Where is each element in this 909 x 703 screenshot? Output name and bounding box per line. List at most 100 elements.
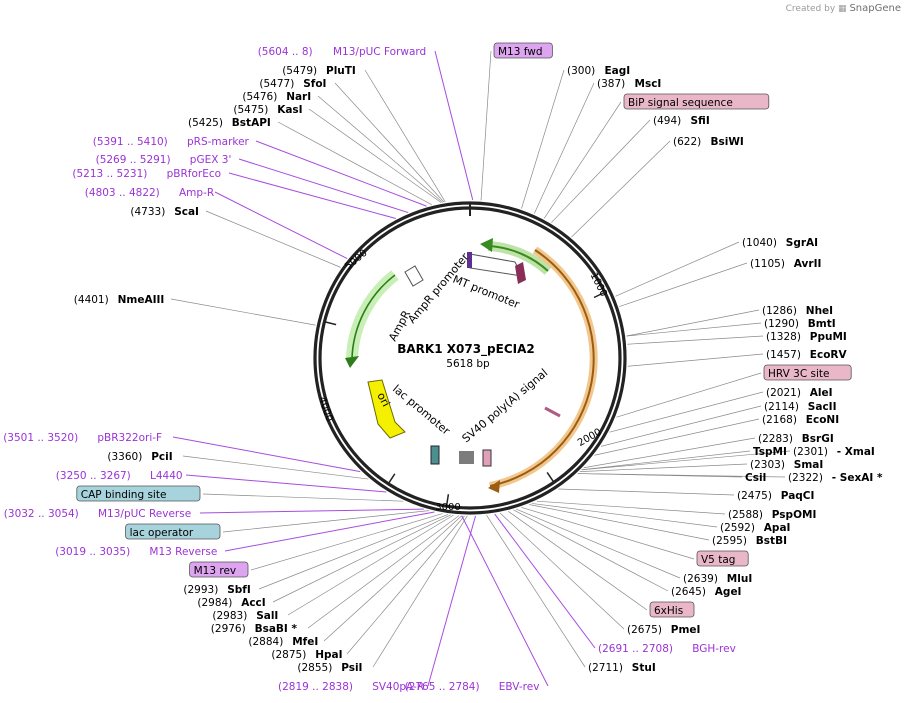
- feature-label-box[interactable]: HRV 3C site: [763, 364, 852, 381]
- feature-label-box[interactable]: 6xHis: [649, 601, 695, 618]
- label-position: (2993): [183, 584, 218, 596]
- leader-line: [228, 172, 396, 219]
- primer-label[interactable]: (3501 .. 3520)pBR322ori-F: [3, 432, 162, 444]
- leader-line: [199, 508, 424, 514]
- orf-arrowhead-icon: [488, 480, 500, 493]
- leader-line: [626, 322, 762, 337]
- sv40-polya-label: SV40 poly(A) signal: [460, 366, 551, 445]
- label-name: KasI: [277, 104, 302, 116]
- enzyme-label[interactable]: (2976)BsaBI *: [211, 623, 298, 635]
- enzyme-label[interactable]: (2645)AgeI: [671, 586, 741, 598]
- tick-mark: [324, 320, 337, 326]
- primer-label[interactable]: (5604 .. 8)M13/pUC Forward: [258, 46, 427, 58]
- enzyme-label[interactable]: (2021)AleI: [766, 387, 833, 399]
- enzyme-label[interactable]: (2322)- SexAI *: [788, 472, 883, 484]
- leader-line: [214, 191, 348, 260]
- enzyme-label[interactable]: (5476)NarI: [242, 91, 311, 103]
- enzyme-label[interactable]: CsiI: [745, 472, 766, 484]
- feature-label-box[interactable]: V5 tag: [696, 550, 749, 567]
- feature-label-box[interactable]: BiP signal sequence: [623, 93, 770, 110]
- leader-line: [170, 298, 316, 326]
- enzyme-label[interactable]: (2592)ApaI: [720, 522, 790, 534]
- enzyme-label[interactable]: (1286)NheI: [762, 305, 833, 317]
- leader-line: [364, 69, 446, 203]
- enzyme-label[interactable]: (2639)MluI: [683, 573, 752, 585]
- enzyme-label[interactable]: (1040)SgrAI: [742, 237, 818, 249]
- primer-label[interactable]: (3032 .. 3054)M13/pUC Reverse: [4, 508, 191, 520]
- label-name: PaqCI: [781, 490, 815, 502]
- enzyme-label[interactable]: (622)BsiWI: [673, 136, 744, 148]
- enzyme-label[interactable]: (2855)PsiI: [297, 662, 362, 674]
- enzyme-label[interactable]: (2283)BsrGI: [758, 433, 834, 445]
- label-name: pBRforEco: [167, 168, 221, 180]
- primer-label[interactable]: (2691 .. 2708)BGH-rev: [598, 643, 736, 655]
- leader-line: [272, 514, 451, 603]
- enzyme-label[interactable]: (2303)SmaI: [750, 459, 823, 471]
- feature-label-box[interactable]: M13 rev: [189, 561, 249, 578]
- label-position: (2588): [728, 509, 763, 521]
- primer-label[interactable]: (3250 .. 3267)L4440: [56, 470, 183, 482]
- label-position: (5269 .. 5291): [96, 154, 171, 166]
- enzyme-label[interactable]: (2711)StuI: [588, 662, 656, 674]
- label-name: NarI: [286, 91, 311, 103]
- leader-line: [615, 241, 740, 297]
- primer-label[interactable]: (5269 .. 5291)pGEX 3': [96, 154, 232, 166]
- enzyme-label[interactable]: (5425)BstAPI: [188, 117, 271, 129]
- label-name: CAP binding site: [81, 489, 167, 501]
- primer-label[interactable]: (3019 .. 3035)M13 Reverse: [55, 546, 217, 558]
- label-position: (4401): [74, 294, 109, 306]
- enzyme-label[interactable]: (2595)BstBI: [712, 535, 787, 547]
- enzyme-label[interactable]: (1290)BmtI: [764, 318, 836, 330]
- primer-label[interactable]: (4803 .. 4822)Amp-R: [85, 187, 214, 199]
- primer-label[interactable]: (2819 .. 2838)SV40pA-R: [278, 681, 424, 693]
- label-name: PluTI: [326, 65, 356, 77]
- enzyme-label[interactable]: (4401)NmeAIII: [74, 294, 165, 306]
- enzyme-label[interactable]: (2884)MfeI: [248, 636, 318, 648]
- small-marker-left: [430, 445, 440, 465]
- feature-label-box[interactable]: CAP binding site: [76, 485, 201, 502]
- label-name: NheI: [806, 305, 833, 317]
- enzyme-label[interactable]: (2168)EcoNI: [762, 414, 839, 426]
- enzyme-label[interactable]: (300)EagI: [567, 65, 630, 77]
- primer-label[interactable]: (2765 .. 2784)EBV-rev: [405, 681, 540, 693]
- label-name: BstBI: [756, 535, 787, 547]
- enzyme-label[interactable]: (1457) EcoRV: [766, 349, 847, 361]
- label-name: EcoRV: [810, 349, 848, 361]
- orf-arc: [489, 249, 595, 487]
- enzyme-label[interactable]: (2588) PspOMI: [728, 509, 816, 521]
- feature-label-box[interactable]: lac operator: [125, 523, 221, 540]
- enzyme-label[interactable]: (2983)SalI: [212, 610, 278, 622]
- enzyme-label[interactable]: (5479)PluTI: [282, 65, 356, 77]
- enzyme-label[interactable]: (4733)ScaI: [130, 206, 199, 218]
- leader-line: [308, 108, 442, 203]
- enzyme-label[interactable]: (5475)KasI: [233, 104, 302, 116]
- label-name: PspOMI: [772, 509, 817, 521]
- feature-label-box[interactable]: M13 fwd: [493, 42, 553, 59]
- label-position: (1457): [766, 349, 801, 361]
- label-position: (1328): [766, 331, 801, 343]
- enzyme-label[interactable]: (1105)AvrII: [750, 258, 821, 270]
- leader-line: [616, 372, 762, 418]
- label-position: (3250 .. 3267): [56, 470, 131, 482]
- label-position: (300): [567, 65, 595, 77]
- label-name: M13 Reverse: [149, 546, 217, 558]
- enzyme-label[interactable]: (3360)PciI: [107, 451, 172, 463]
- primer-label[interactable]: (5391 .. 5410)pRS-marker: [93, 136, 250, 148]
- leader-line: [581, 450, 751, 471]
- enzyme-label[interactable]: (2984)AccI: [197, 597, 265, 609]
- enzyme-label[interactable]: TspMI: [753, 446, 787, 458]
- enzyme-label[interactable]: (387)MscI: [597, 78, 661, 90]
- enzyme-label[interactable]: (2875)HpaI: [271, 649, 342, 661]
- leader-line: [258, 514, 449, 590]
- enzyme-label[interactable]: (5477)SfoI: [259, 78, 326, 90]
- enzyme-label[interactable]: (2993)SbfI: [183, 584, 250, 596]
- enzyme-label[interactable]: (2675)PmeI: [627, 624, 700, 636]
- enzyme-label[interactable]: (2114)SacII: [764, 401, 836, 413]
- primer-label[interactable]: (5213 .. 5231)pBRforEco: [72, 168, 221, 180]
- feature-box-bg: [763, 364, 852, 381]
- enzyme-label[interactable]: (2475)PaqCI: [737, 490, 814, 502]
- enzyme-label[interactable]: (2301)- XmaI: [793, 446, 875, 458]
- enzyme-label[interactable]: (1328)PpuMI: [766, 331, 847, 343]
- enzyme-label[interactable]: (494)SfiI: [653, 115, 710, 127]
- leader-line: [307, 515, 460, 629]
